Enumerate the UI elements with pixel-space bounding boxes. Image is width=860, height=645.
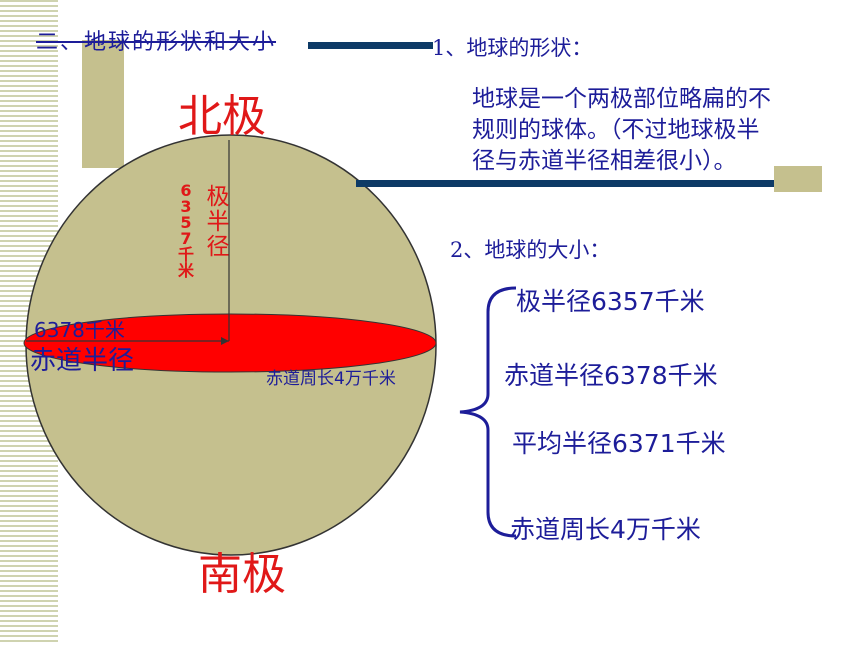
- size-heading: 2、地球的大小：: [450, 238, 611, 262]
- equator-radius-label: 赤道半径: [30, 346, 135, 376]
- equator-circumference-label: 赤道周长4万千米: [266, 369, 396, 389]
- section-divider-bar: [356, 180, 774, 187]
- size-item-equator-radius: 赤道半径6378千米: [504, 361, 718, 390]
- size-item-equator-circumference: 赤道周长4万千米: [510, 515, 701, 544]
- radius-arrowhead: [221, 337, 229, 345]
- shape-description: 地球是一个两极部位略扁的不规则的球体。（不过地球极半径与赤道半径相差很小）。: [472, 86, 771, 174]
- equator-plane: [23, 313, 437, 373]
- south-pole-label: 南极: [198, 549, 286, 600]
- size-item-mean-radius: 平均半径6371千米: [512, 429, 726, 458]
- shape-heading: 1、地球的形状：: [432, 36, 593, 60]
- north-pole-label: 北极: [178, 91, 266, 142]
- title-accent-bar: [82, 40, 124, 168]
- divider-accent-block: [774, 166, 822, 192]
- equator-radius-value: 6378千米: [34, 318, 125, 342]
- size-item-polar-radius: 极半径6357千米: [516, 287, 705, 316]
- curly-brace: [459, 286, 517, 538]
- polar-radius-value: 6357千米: [177, 181, 194, 280]
- polar-radius-label: 极半径: [206, 184, 230, 260]
- title-underline-bar: [308, 42, 433, 49]
- slide-title: 二、地球的形状和大小: [36, 30, 277, 55]
